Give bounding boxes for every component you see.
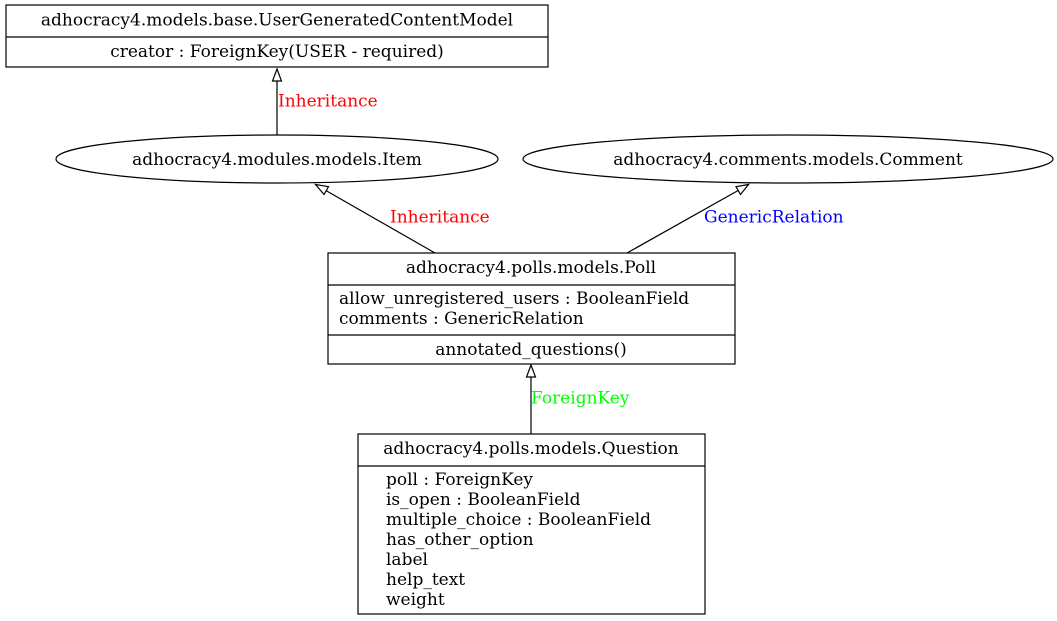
class-attribute: help_text <box>386 570 465 590</box>
class-attribute: is_open : BooleanField <box>386 490 581 510</box>
class-attribute: weight <box>386 590 445 610</box>
class-attribute: has_other_option <box>386 530 534 550</box>
class-item: adhocracy4.modules.models.Item <box>55 134 499 184</box>
class-attribute: allow_unregistered_users : BooleanField <box>339 289 689 309</box>
edge-label-question-to-poll: ForeignKey <box>531 389 630 409</box>
class-attribute: comments : GenericRelation <box>339 309 584 329</box>
edge-label-poll-to-item: Inheritance <box>390 208 490 228</box>
class-title: adhocracy4.modules.models.Item <box>132 150 422 170</box>
class-title: adhocracy4.models.base.UserGeneratedCont… <box>41 11 513 31</box>
class-comment: adhocracy4.comments.models.Comment <box>522 134 1054 184</box>
edge-label-item-to-ugc: Inheritance <box>278 92 378 112</box>
edge-label-poll-to-comment: GenericRelation <box>704 208 844 228</box>
class-question: adhocracy4.polls.models.Question poll : … <box>357 433 706 615</box>
inheritance-arrowhead <box>271 67 283 82</box>
class-title: adhocracy4.polls.models.Question <box>383 439 678 459</box>
class-poll: adhocracy4.polls.models.Poll allow_unreg… <box>327 252 736 365</box>
class-method: annotated_questions() <box>435 340 627 360</box>
class-attribute: multiple_choice : BooleanField <box>386 510 651 530</box>
class-title: adhocracy4.polls.models.Poll <box>406 258 656 278</box>
inheritance-arrowhead <box>735 183 750 196</box>
class-user-generated-content-model: adhocracy4.models.base.UserGeneratedCont… <box>5 4 549 68</box>
edge-poll-to-item: Inheritance <box>313 183 490 254</box>
edge-poll-to-comment: GenericRelation <box>626 183 844 254</box>
edge-question-to-poll: ForeignKey <box>525 363 630 434</box>
class-attribute: creator : ForeignKey(USER - required) <box>110 42 444 62</box>
class-attribute: poll : ForeignKey <box>386 470 533 490</box>
edge-item-to-ugc: Inheritance <box>271 67 378 135</box>
class-title: adhocracy4.comments.models.Comment <box>613 150 963 170</box>
inheritance-arrowhead <box>525 363 537 378</box>
inheritance-arrowhead <box>313 183 330 196</box>
class-attribute: label <box>386 550 428 570</box>
